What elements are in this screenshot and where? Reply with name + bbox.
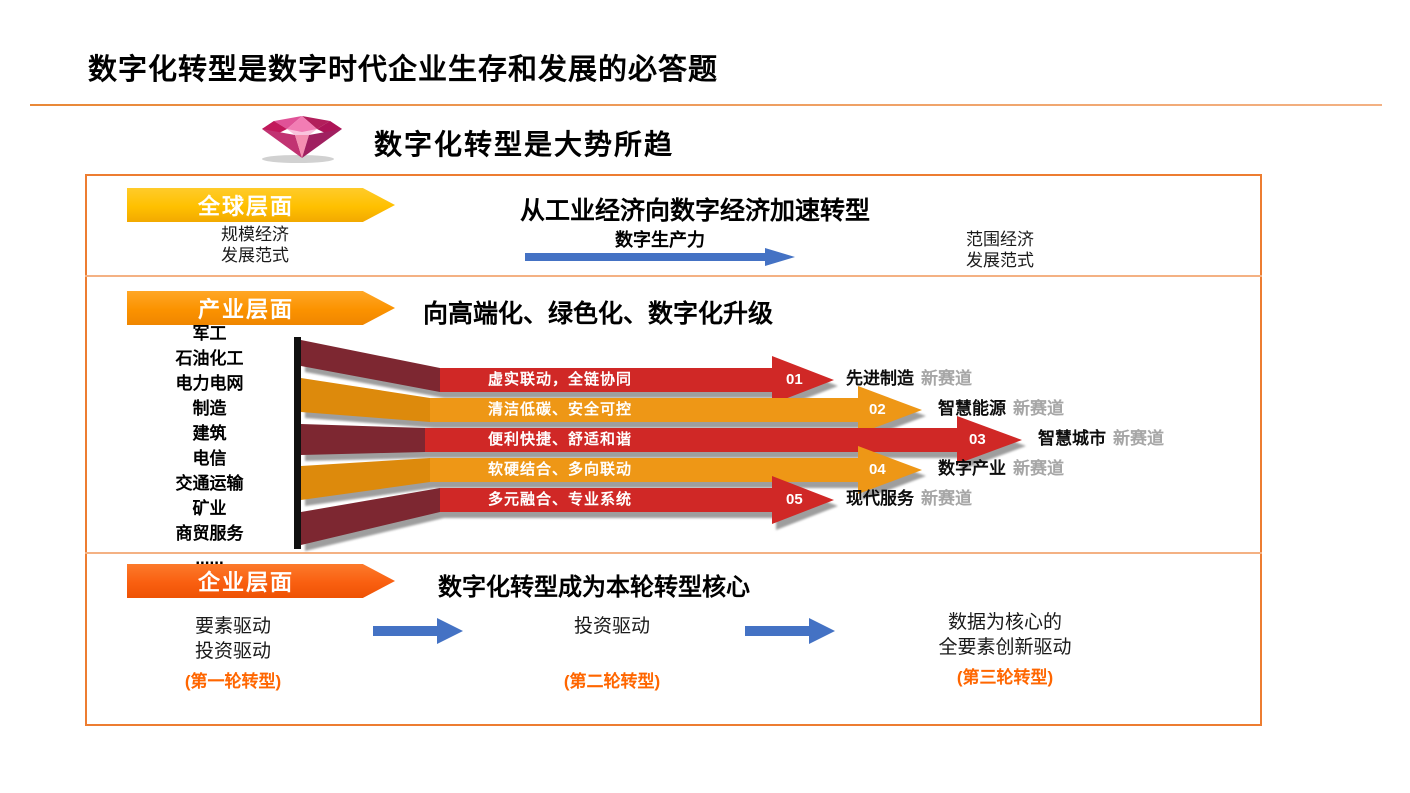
global-left-paradigm: 规模经济 发展范式 <box>180 224 330 266</box>
banner-enterprise-level: 企业层面 <box>127 564 395 598</box>
global-left-line1: 规模经济 <box>221 225 289 244</box>
track-name: 先进制造 <box>846 369 914 388</box>
stage-1: 要素驱动 投资驱动 (第一轮转型) <box>158 614 308 692</box>
row-number: 02 <box>869 401 886 418</box>
track-tag: 新赛道 <box>1113 429 1164 448</box>
row-feature-label: 虚实联动，全链协同 <box>488 371 633 388</box>
industry-sector-list: 军工 石油化工 电力电网 制造 建筑 电信 交通运输 矿业 商贸服务 .....… <box>127 321 292 571</box>
sector-item: 电信 <box>192 449 227 468</box>
banner-industry-label: 产业层面 <box>197 297 294 322</box>
track-name: 智慧城市 <box>1038 429 1106 448</box>
page-title: 数字化转型是数字时代企业生存和发展的必答题 <box>88 54 719 86</box>
track-name: 智慧能源 <box>938 399 1006 418</box>
stage-2: 投资驱动 (第二轮转型) <box>537 614 687 692</box>
sector-item: 矿业 <box>192 499 227 518</box>
sector-item: 电力电网 <box>175 374 244 393</box>
global-right-line1: 范围经济 <box>966 230 1034 249</box>
row-feature-label: 软硬结合、多向联动 <box>488 461 633 478</box>
row-number: 04 <box>869 461 886 478</box>
right-arrow-icon <box>373 618 463 644</box>
stage-line: 全要素创新驱动 <box>938 637 1072 658</box>
global-heading: 从工业经济向数字经济加速转型 <box>519 197 870 225</box>
stage-tag: (第一轮转型) <box>184 672 282 691</box>
right-arrow-icon <box>745 618 835 644</box>
banner-enterprise-label: 企业层面 <box>197 570 294 595</box>
sector-item: 建筑 <box>192 424 227 443</box>
divider-industry-enterprise <box>85 552 1262 554</box>
track-label: 现代服务新赛道 <box>846 489 972 509</box>
row-feature-label: 清洁低碳、安全可控 <box>488 401 633 418</box>
arrow-row-4 <box>301 446 922 500</box>
industry-arrows-diagram <box>294 337 1022 549</box>
banner-global-level: 全球层面 <box>127 188 395 222</box>
row-feature-label: 多元融合、专业系统 <box>488 491 633 508</box>
sector-item: 商贸服务 <box>175 524 244 543</box>
divider-global-industry <box>85 275 1262 277</box>
arrow-row-5 <box>301 476 834 545</box>
track-label: 智慧能源新赛道 <box>938 399 1064 419</box>
right-arrow-icon <box>525 248 795 266</box>
sector-item: 交通运输 <box>175 474 244 493</box>
row-number: 05 <box>786 491 803 508</box>
stage-line <box>537 639 687 664</box>
title-underline <box>30 104 1382 106</box>
track-label: 先进制造新赛道 <box>846 369 972 389</box>
sector-item: 石油化工 <box>175 349 244 368</box>
track-name: 现代服务 <box>846 489 914 508</box>
stage-line: 投资驱动 <box>194 641 271 662</box>
stage-tag: (第三轮转型) <box>956 668 1054 687</box>
stage-line: 要素驱动 <box>194 616 271 637</box>
row-feature-label: 便利快捷、舒适和谐 <box>488 431 633 448</box>
enterprise-heading: 数字化转型成为本轮转型核心 <box>438 574 750 601</box>
global-right-line2: 发展范式 <box>966 251 1034 270</box>
row-number: 01 <box>786 371 803 388</box>
arrow-row-3 <box>301 416 1022 464</box>
banner-global-label: 全球层面 <box>197 194 294 219</box>
arrow-row-2 <box>301 378 922 434</box>
track-label: 数字产业新赛道 <box>938 459 1064 479</box>
converge-bar <box>294 337 301 549</box>
global-arrow-label: 数字生产力 <box>615 230 705 250</box>
row-number: 03 <box>969 431 986 448</box>
sector-item: 军工 <box>192 324 227 343</box>
track-name: 数字产业 <box>938 459 1006 478</box>
arrow-row-1 <box>301 340 834 404</box>
track-tag: 新赛道 <box>921 489 972 508</box>
stage-line: 数据为核心的 <box>947 612 1062 633</box>
sector-item-ellipsis: ...... <box>195 549 224 568</box>
track-tag: 新赛道 <box>921 369 972 388</box>
stage-tag: (第二轮转型) <box>563 672 661 691</box>
global-left-line2: 发展范式 <box>221 246 289 265</box>
stage-3: 数据为核心的 全要素创新驱动 (第三轮转型) <box>915 610 1095 688</box>
industry-heading: 向高端化、绿色化、数字化升级 <box>423 300 774 328</box>
track-tag: 新赛道 <box>1013 399 1064 418</box>
section-subtitle: 数字化转型是大势所趋 <box>374 129 675 160</box>
stage-line: 投资驱动 <box>573 616 650 637</box>
track-label: 智慧城市新赛道 <box>1038 429 1164 449</box>
banner-industry-level: 产业层面 <box>127 291 395 325</box>
global-right-paradigm: 范围经济 发展范式 <box>925 229 1075 271</box>
track-tag: 新赛道 <box>1013 459 1064 478</box>
sector-item: 制造 <box>192 399 227 418</box>
diamond-icon <box>262 116 342 163</box>
